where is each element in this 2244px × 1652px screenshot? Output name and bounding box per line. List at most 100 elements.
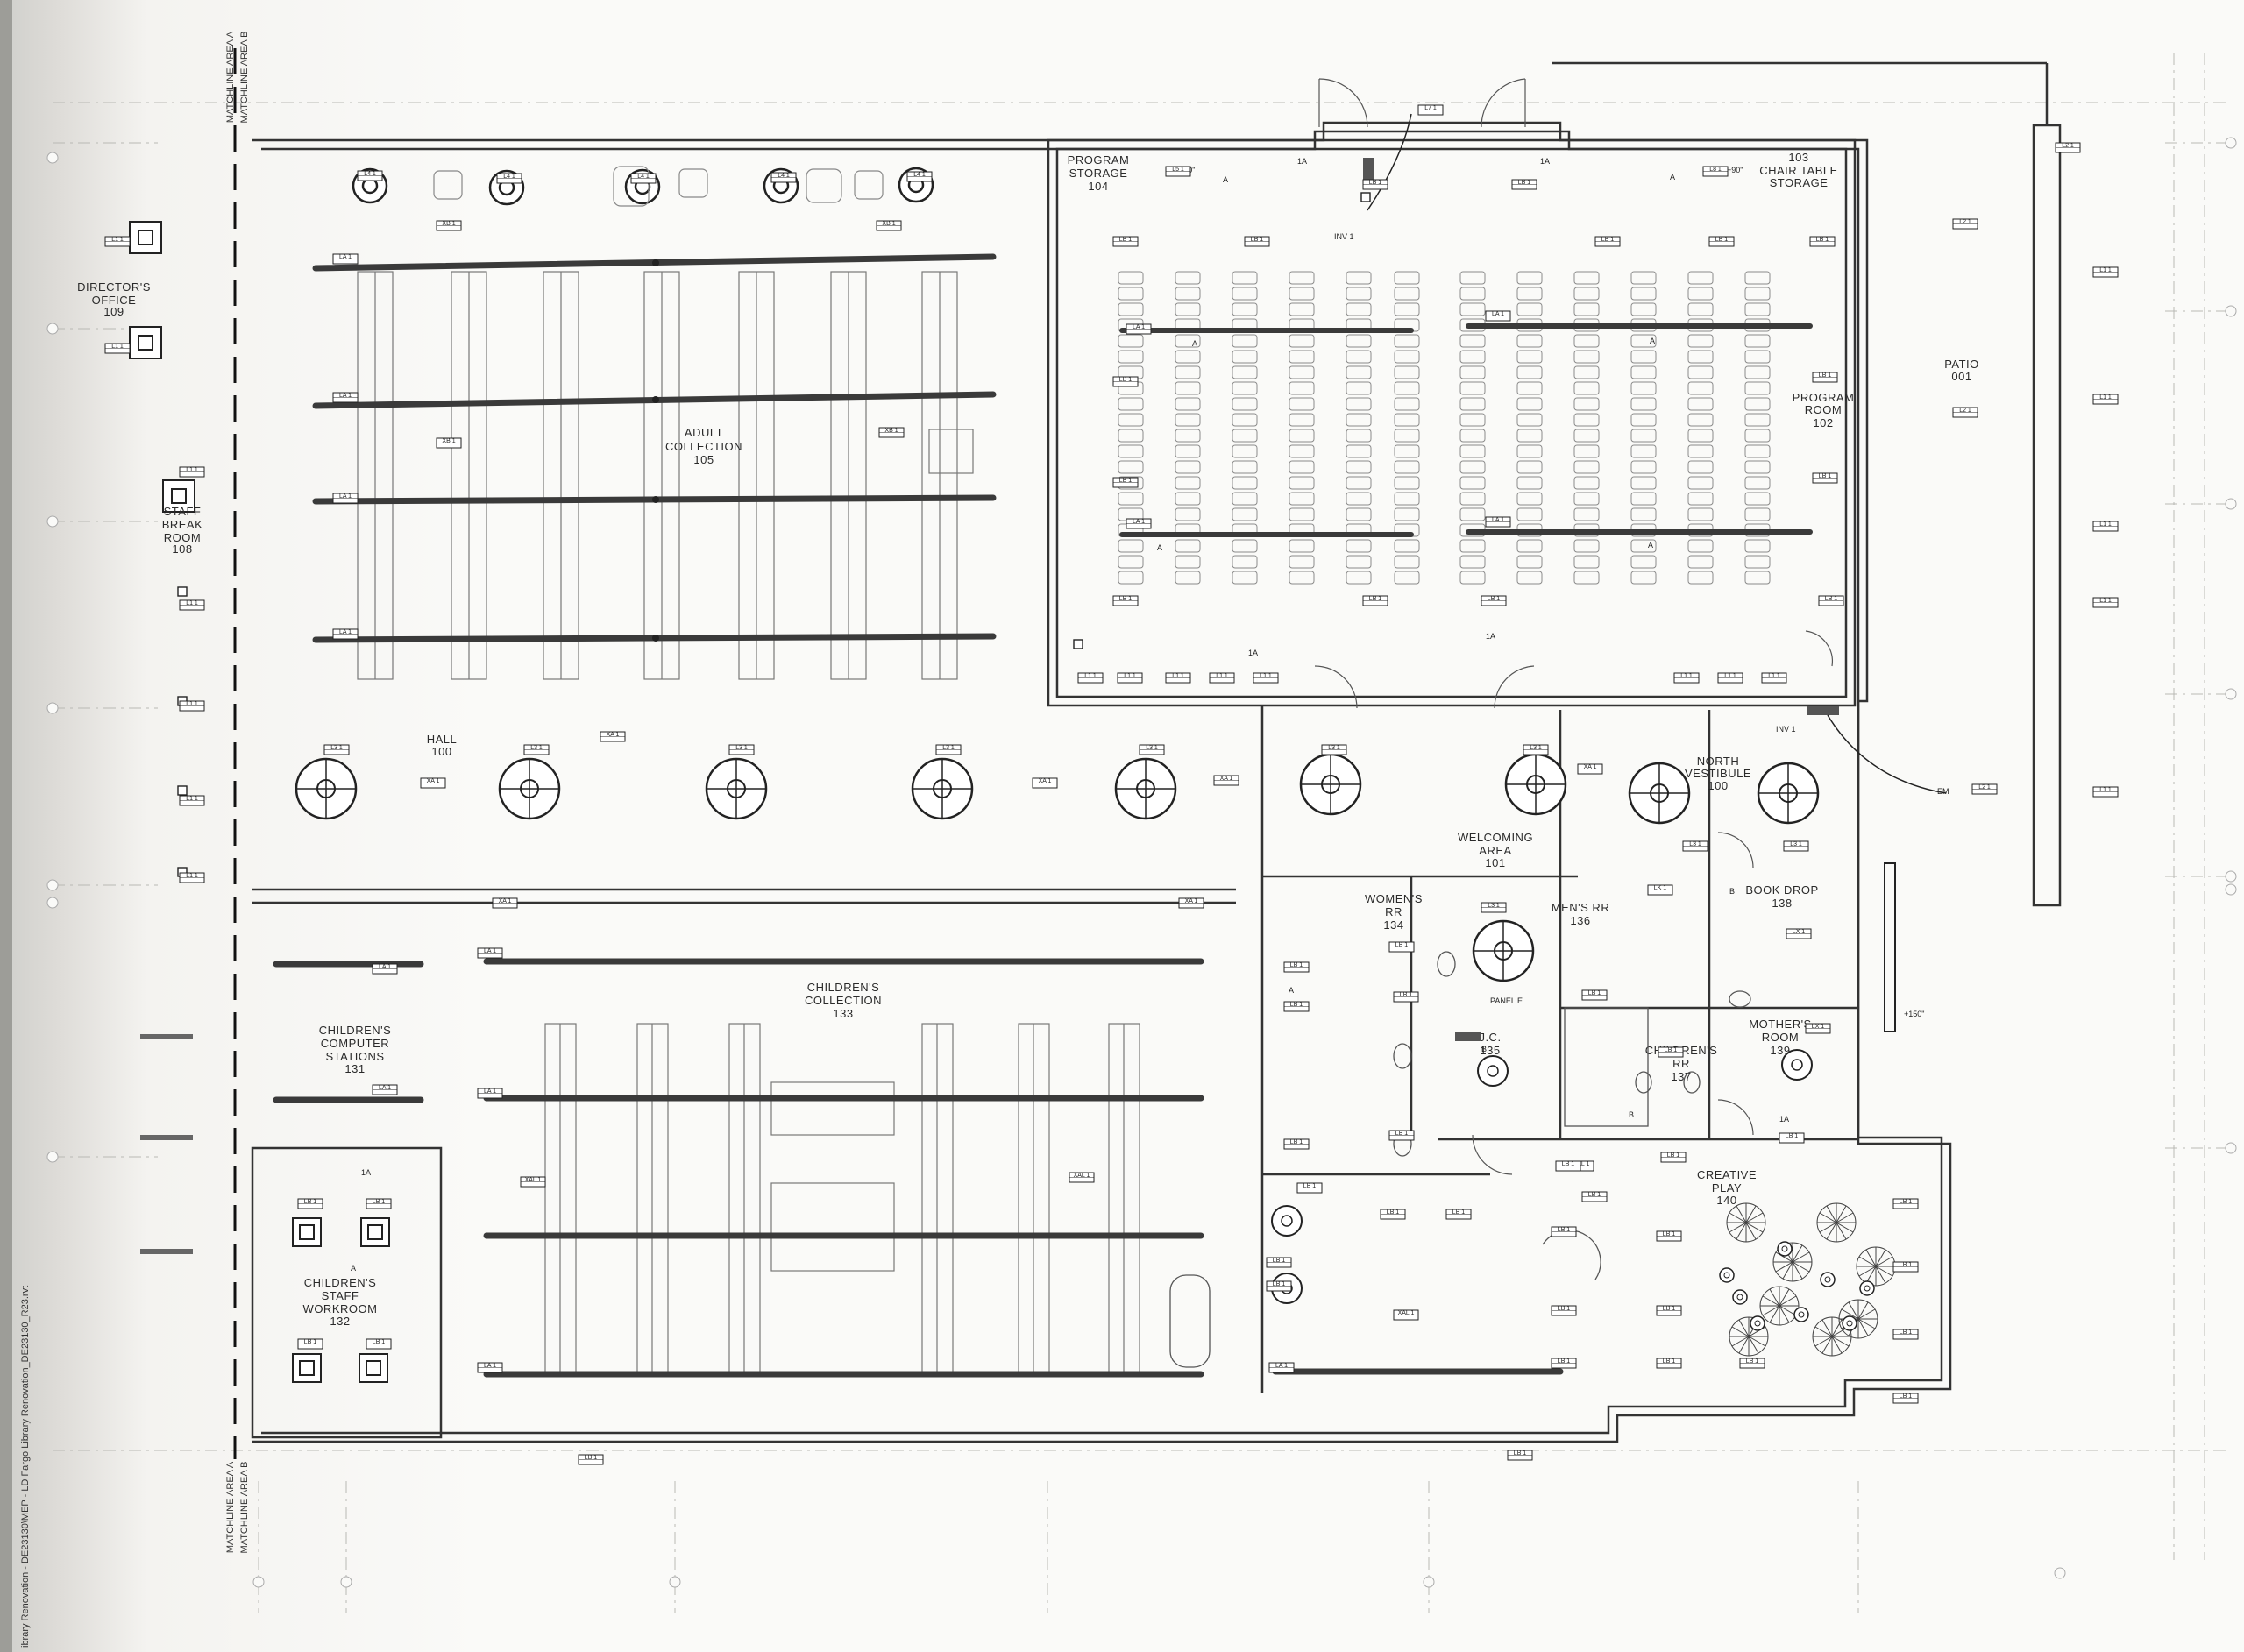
fixture-tag: L5 1: [1165, 166, 1191, 177]
fixture-tag-text: LB 1: [1369, 596, 1382, 602]
fixture-tag-text: XA 1: [1185, 898, 1198, 904]
fixture-tag-text: LB 1: [1663, 1306, 1676, 1312]
seat: [1516, 334, 1543, 348]
fixture-tag-text: L1 1: [111, 344, 124, 350]
grid-lines: [53, 53, 2231, 1613]
seat: [1289, 555, 1315, 569]
fixture-tag: LB 1: [1362, 595, 1388, 606]
room-number-childrens-computer: 131: [344, 1062, 365, 1075]
seat: [1573, 413, 1600, 427]
program-seat-grid: [1118, 271, 1771, 585]
fixture-tag: L1 1: [179, 599, 205, 611]
circuit-label-3: 1A: [1248, 649, 1258, 657]
fixture-tag: LB 1: [297, 1198, 323, 1209]
room-name-directors-office-1: DIRECTOR'S: [77, 280, 151, 294]
fixture-tag-text: L1 1: [1260, 673, 1272, 679]
fixture-tag-text: LB 1: [1588, 1192, 1601, 1198]
room-name-hall: HALL: [427, 733, 458, 746]
room-name-childrens-collection-2: COLLECTION: [805, 994, 882, 1007]
small-round-fixture: [1781, 1049, 1813, 1081]
seat: [1630, 571, 1657, 585]
fixture-tag: LB 1: [1380, 1209, 1406, 1220]
seat: [1394, 507, 1420, 521]
fixture-tag-text: L1 1: [186, 796, 198, 802]
small-pendant: [1719, 1267, 1735, 1283]
fixture-tag: L3 1: [1523, 744, 1549, 755]
fixture-tag-text: L2 1: [1978, 784, 1991, 791]
seat: [1232, 555, 1258, 569]
room-name-womens-rr-2: RR: [1385, 905, 1402, 918]
fixture-tag: LB 1: [1551, 1305, 1577, 1316]
room-number-book-drop: 138: [1772, 897, 1792, 910]
seat: [1630, 429, 1657, 443]
fixture-tag-text: LA 1: [484, 948, 496, 954]
seat: [1346, 302, 1372, 316]
fixture-tag-text: L1 1: [1084, 673, 1097, 679]
fixture-tag: L1 1: [2092, 786, 2119, 798]
seat: [1630, 302, 1657, 316]
seat: [1289, 429, 1315, 443]
fixture-tag: LA 1: [332, 628, 359, 640]
seat: [1289, 571, 1315, 585]
seat: [1346, 413, 1372, 427]
fixture-tag-text: LB 1: [1825, 596, 1838, 602]
seat: [1232, 460, 1258, 474]
starburst-pendant: [1816, 1202, 1857, 1243]
round-pendant: [1504, 753, 1567, 816]
room-number-mens-rr: 136: [1570, 914, 1590, 927]
fixture-tag-text: LB 1: [1290, 1002, 1303, 1008]
fixture-tag: LB 1: [1809, 236, 1836, 247]
fixture-tag: LB 1: [1812, 472, 1838, 484]
room-name-childrens-staff-1: CHILDREN'S: [304, 1276, 377, 1289]
room-number-patio: 001: [1951, 370, 1971, 383]
fixture-tag: L1 1: [1165, 672, 1191, 684]
fixture-tag: L2 1: [2055, 142, 2081, 153]
seat: [1289, 460, 1315, 474]
fixture-tag-text: LB 1: [1665, 1047, 1678, 1053]
seat: [1744, 571, 1771, 585]
starburst-pendant: [1856, 1246, 1896, 1287]
fixture-tag: LB 1: [1266, 1280, 1292, 1292]
fixture-tag: LB 1: [1266, 1257, 1292, 1268]
seat: [1175, 507, 1201, 521]
panel-label: PANEL E: [1490, 996, 1523, 1005]
seat: [1175, 476, 1201, 490]
fixture-tag-text: LB 1: [1119, 377, 1133, 383]
seat: [1175, 334, 1201, 348]
fixture-tag-text: LB 1: [1562, 1161, 1575, 1167]
seat: [1573, 365, 1600, 379]
fixture-tag-text: LB 1: [1273, 1258, 1286, 1264]
seat: [1516, 429, 1543, 443]
room-name-childrens-rr-2: RR: [1672, 1057, 1690, 1070]
seat: [1687, 539, 1714, 553]
fixture-tag: L4 1: [906, 171, 933, 182]
seat: [1630, 444, 1657, 458]
fixture-tag-text: L1 1: [111, 237, 124, 243]
scan-shadow: [0, 0, 491, 1652]
seat: [1687, 287, 1714, 301]
fixture-tag: L1 1: [179, 466, 205, 478]
fixture-tag-text: LB 1: [1663, 1231, 1676, 1237]
fixture-tag-text: L4 1: [637, 174, 650, 180]
creative-play-pendants: [1719, 1202, 1896, 1357]
fixture-tag: XA 1: [1178, 897, 1204, 909]
small-pendant: [1732, 1289, 1748, 1305]
seat: [1573, 287, 1600, 301]
fixture-tag-text: LB 1: [1251, 237, 1264, 243]
fixture-tag-text: LB 1: [1395, 1131, 1409, 1137]
room-name-childrens-staff-2: STAFF: [322, 1289, 359, 1302]
room-number-womens-rr: 134: [1383, 918, 1403, 932]
fixture-tag-text: L1 1: [186, 467, 198, 473]
seat: [1175, 302, 1201, 316]
switch-b-3: B: [1629, 1110, 1634, 1119]
fixture-tag: XB 1: [436, 220, 462, 231]
seat: [1687, 302, 1714, 316]
seat: [1516, 381, 1543, 395]
seat: [1394, 350, 1420, 364]
seat: [1516, 350, 1543, 364]
workroom-fixtures: [292, 1217, 390, 1383]
fixture-tag: LB 1: [1551, 1358, 1577, 1369]
seat: [1459, 444, 1486, 458]
seat: [1346, 429, 1372, 443]
